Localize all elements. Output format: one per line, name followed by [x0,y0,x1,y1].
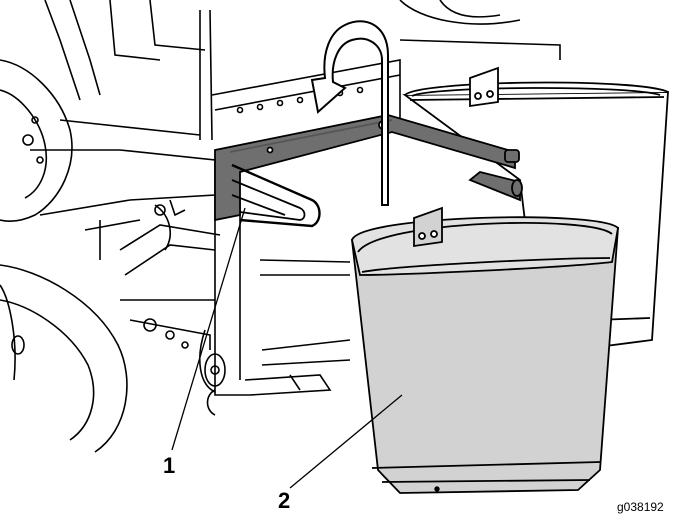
leader-line-2 [289,394,403,489]
bracket-arm [214,114,523,228]
figure-id: g038192 [617,500,664,514]
leader-lines [171,207,403,489]
machine-body [0,0,561,453]
front-bin [350,206,619,494]
callout-2: 2 [278,488,291,513]
callout-1: 1 [163,453,176,478]
leader-line-1 [171,207,246,451]
rotate-arrow-icon [310,20,389,206]
